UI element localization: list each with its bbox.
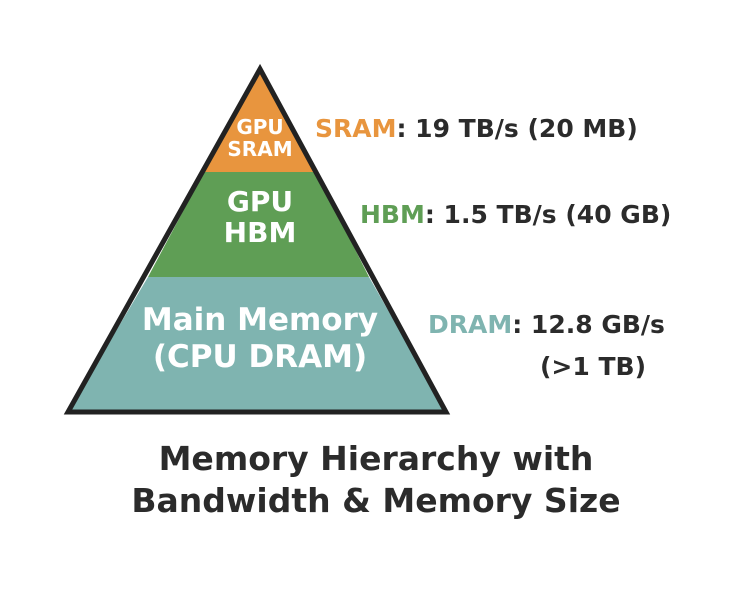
dram-tier-label-line1: Main Memory (141, 302, 379, 338)
sram-annotation-name: SRAM (315, 114, 397, 143)
pyramid-tier-dram (68, 277, 446, 412)
dram-annotation-detail2: (>1 TB) (540, 352, 647, 381)
diagram-caption: Memory Hierarchy with Bandwidth & Memory… (0, 438, 752, 522)
hbm-tier-label: GPU HBM (185, 186, 335, 249)
pyramid-outline (63, 63, 451, 415)
sram-tier-label: GPU SRAM (212, 116, 308, 161)
hbm-tier-label-line2: HBM (223, 216, 297, 250)
hbm-annotation-detail: : 1.5 TB/s (40 GB) (424, 200, 672, 229)
sram-annotation-detail: : 19 TB/s (20 MB) (396, 114, 638, 143)
sram-tier-label-line1: GPU (236, 115, 284, 139)
hbm-annotation: HBM: 1.5 TB/s (40 GB) (360, 200, 671, 229)
dram-tier-label: Main Memory (CPU DRAM) (110, 302, 410, 376)
caption-line1: Memory Hierarchy with (158, 439, 594, 478)
pyramid-tier-sram (204, 69, 316, 172)
dram-annotation: DRAM: 12.8 GB/s (428, 310, 665, 339)
dram-tier-label-line2: (CPU DRAM) (152, 339, 368, 376)
hbm-annotation-name: HBM (360, 200, 425, 229)
sram-tier-label-line2: SRAM (227, 137, 293, 162)
dram-annotation-detail: : 12.8 GB/s (512, 310, 665, 339)
pyramid-tier-hbm (148, 172, 369, 277)
hbm-tier-label-line1: GPU (226, 185, 294, 218)
dram-annotation-line2: (>1 TB) (540, 352, 646, 381)
sram-annotation: SRAM: 19 TB/s (20 MB) (315, 114, 638, 143)
caption-line2: Bandwidth & Memory Size (131, 481, 621, 521)
dram-annotation-name: DRAM (428, 310, 513, 339)
